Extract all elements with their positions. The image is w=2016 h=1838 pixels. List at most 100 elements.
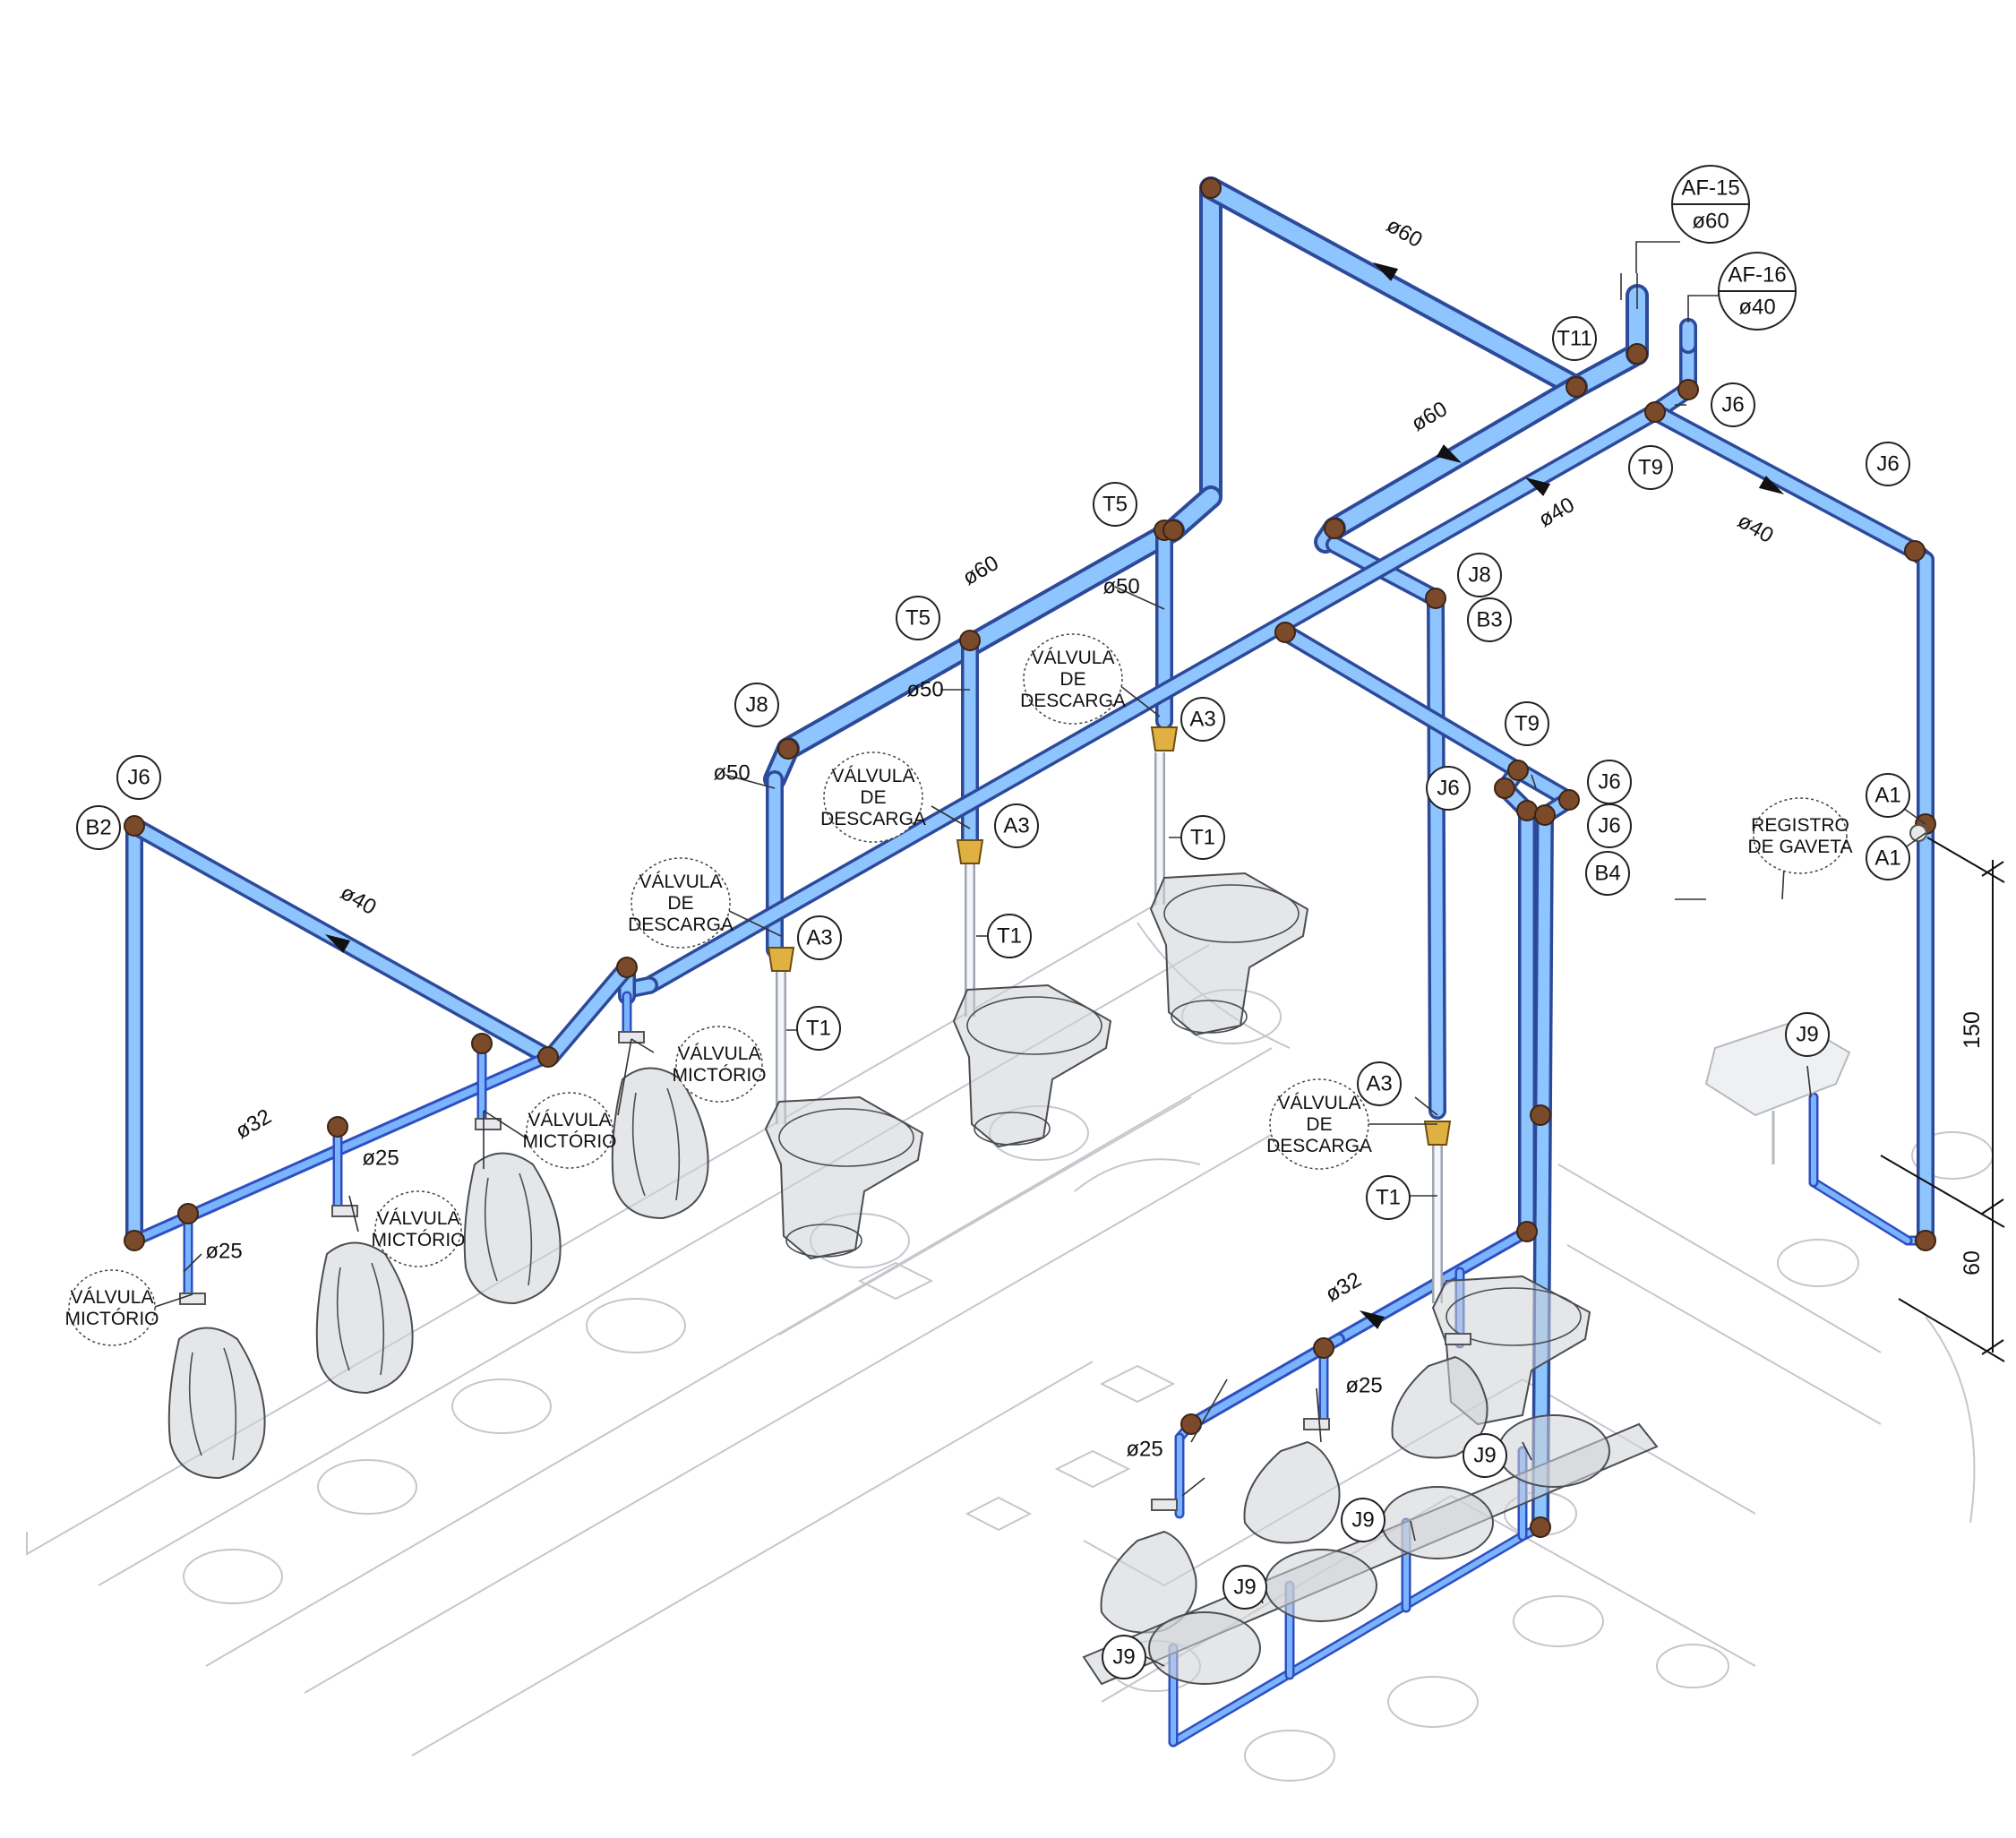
fitting-tag-t1: T1 xyxy=(1180,815,1225,860)
fitting-tag-a3: A3 xyxy=(797,915,842,960)
urinal-valve-icon xyxy=(1445,1333,1471,1345)
fitting-tag-t1: T1 xyxy=(796,1006,841,1051)
diameter-label: ø25 xyxy=(362,1147,399,1171)
urinal-fixture xyxy=(463,1152,562,1305)
notes: VÁLVULADEDESCARGAVÁLVULADEDESCARGAVÁLVUL… xyxy=(65,633,1853,1346)
fitting-tag-label: A3 xyxy=(1189,708,1215,732)
urinal-fixture xyxy=(167,1327,266,1480)
fitting-tag-label: J9 xyxy=(1351,1508,1374,1533)
fitting-tag-j6: J6 xyxy=(1711,382,1755,427)
pipe-segment xyxy=(1427,589,1446,1120)
fitting-tag-label: T11 xyxy=(1557,327,1592,351)
fitting-tag-label: T1 xyxy=(997,924,1022,949)
fitting-tag-t11: T11 xyxy=(1552,316,1597,361)
fitting-tag-label: B3 xyxy=(1476,608,1502,632)
pipe-fitting xyxy=(959,630,981,651)
note-line: MICTÓRIO xyxy=(673,1065,767,1086)
note-line: MICTÓRIO xyxy=(523,1131,617,1152)
pipe-fitting xyxy=(124,815,145,837)
diameter-label: ø40 xyxy=(336,880,380,920)
fitting-tag-j9: J9 xyxy=(1102,1635,1146,1679)
flow-arrow xyxy=(1758,476,1785,494)
flush-valve-icon xyxy=(1423,1121,1452,1146)
fitting-tag-b2: B2 xyxy=(76,805,121,850)
fitting-tag-j6: J6 xyxy=(116,755,161,800)
fitting-tag-b4: B4 xyxy=(1585,851,1630,896)
note-line: REGISTRO xyxy=(1751,815,1849,836)
fitting-tag-label: J6 xyxy=(1437,777,1459,801)
pipe-fitting xyxy=(327,1116,348,1138)
fitting-tag-label: J6 xyxy=(1598,770,1620,794)
fitting-tag-a1: A1 xyxy=(1866,836,1910,880)
pipe-fitting xyxy=(1425,588,1446,609)
fitting-tag-label: J6 xyxy=(1721,393,1744,417)
diameter-label: ø25 xyxy=(205,1240,242,1264)
fitting-tag-j6: J6 xyxy=(1587,760,1632,804)
fixtures xyxy=(167,872,1851,1686)
fitting-tag-j8: J8 xyxy=(1457,553,1502,597)
dimension-60: 60 xyxy=(1960,1250,1985,1275)
pipe-fitting xyxy=(1530,1104,1551,1126)
note-line: DESCARGA xyxy=(1020,691,1126,711)
fitting-tag-label: A1 xyxy=(1874,846,1900,871)
diameter-label: ø40 xyxy=(1534,493,1578,532)
flow-arrow xyxy=(1524,477,1551,496)
dimension-150: 150 xyxy=(1960,1011,1985,1049)
note-line: DE xyxy=(860,787,886,808)
urinal-valve-icon xyxy=(1303,1418,1330,1430)
fitting-tag-label: A3 xyxy=(1366,1072,1392,1096)
flush-valve-icon xyxy=(956,839,984,864)
note-line: VÁLVULA xyxy=(71,1287,154,1308)
fitting-tag-label: T9 xyxy=(1514,712,1540,736)
flow-arrow xyxy=(1359,1310,1385,1329)
note-line: VÁLVULA xyxy=(678,1044,761,1064)
fitting-tag-t9: T9 xyxy=(1505,701,1549,746)
fitting-tag-label: J6 xyxy=(127,766,150,790)
note-line: VÁLVULA xyxy=(377,1208,460,1229)
diameter-label: ø40 xyxy=(1733,509,1777,548)
fitting-tag-label: A3 xyxy=(806,926,832,950)
note-line: VÁLVULA xyxy=(639,872,723,892)
urinal-valve-icon xyxy=(475,1118,502,1130)
note-line: DESCARGA xyxy=(628,915,733,935)
fitting-tag-j9: J9 xyxy=(1341,1498,1385,1542)
pipe-fitting xyxy=(1915,1230,1936,1251)
fittings xyxy=(124,177,1936,1538)
note-line: VÁLVULA xyxy=(1278,1093,1361,1113)
fitting-tag-label: T9 xyxy=(1638,456,1663,480)
fitting-tag-j6: J6 xyxy=(1866,442,1910,486)
fitting-tag-label: B2 xyxy=(85,816,111,840)
fitting-tag-label: J8 xyxy=(1468,563,1490,588)
pipe-fitting xyxy=(1534,804,1556,826)
urinal-fixture xyxy=(315,1241,414,1395)
gate-valve-icon xyxy=(1909,824,1927,842)
fitting-tag-j8: J8 xyxy=(734,683,779,727)
af15-name: AF-15 xyxy=(1681,176,1739,201)
af16-name: AF-16 xyxy=(1728,263,1786,288)
note-line: DE xyxy=(1059,669,1085,690)
flush-valve-icon xyxy=(1150,726,1179,752)
diameter-label: ø25 xyxy=(1345,1374,1382,1398)
pipe-segment xyxy=(1199,176,1588,399)
diameter-label: ø25 xyxy=(1126,1438,1162,1462)
fitting-tag-j9: J9 xyxy=(1785,1012,1830,1057)
af15-diameter: ø60 xyxy=(1692,210,1729,234)
urinal-fixture xyxy=(1243,1440,1341,1544)
fitting-tag-j6: J6 xyxy=(1426,766,1471,811)
fitting-tag-label: B4 xyxy=(1594,862,1620,886)
pipe-segment xyxy=(1531,806,1554,1536)
diameter-label: ø50 xyxy=(906,678,943,702)
pipe-fitting xyxy=(1324,518,1345,539)
flow-arrow xyxy=(1372,262,1399,281)
pipe-segment xyxy=(640,403,1664,994)
fitting-tag-b3: B3 xyxy=(1467,597,1512,642)
note-line: VÁLVULA xyxy=(528,1110,612,1130)
